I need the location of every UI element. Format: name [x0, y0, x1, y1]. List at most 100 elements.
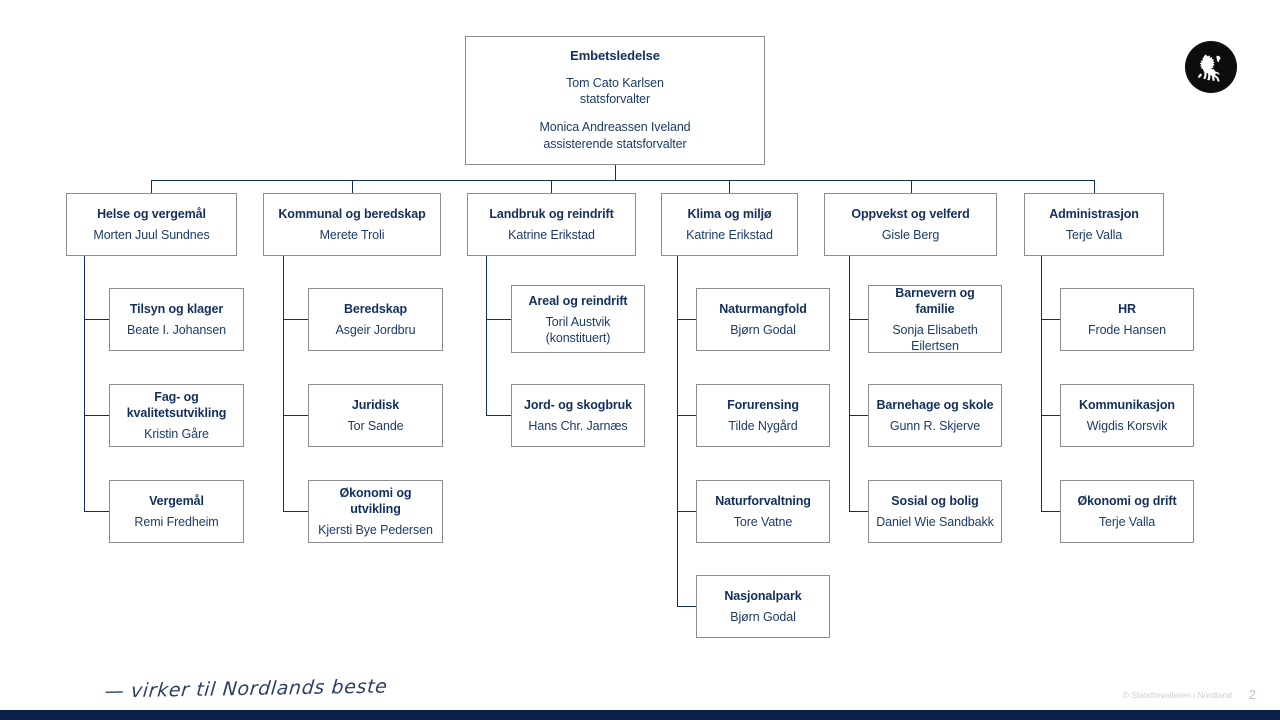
node-title: Barnevern og familie	[895, 285, 975, 316]
connector-stub-4-1	[849, 415, 868, 416]
node-leader: Remi Fredheim	[134, 515, 219, 529]
connector-stub-0-2	[84, 511, 109, 512]
node-leader: Kjersti Bye Pedersen	[318, 523, 433, 537]
node-leader: Terje Valla	[1098, 515, 1156, 529]
connector-dept-drop-2	[551, 180, 552, 193]
connector-dept-drop-5	[1094, 180, 1095, 193]
node-leader: Merete Troli	[319, 228, 385, 242]
root-person-1: Tom Cato Karlsen statsforvalter	[566, 75, 664, 109]
node-embetsledelse[interactable]: Embetsledelse Tom Cato Karlsen statsforv…	[465, 36, 765, 165]
node-dept-administrasjon[interactable]: Administrasjon Terje Valla	[1024, 193, 1164, 256]
node-title: Sosial og bolig	[891, 494, 979, 508]
node-dept-oppvekst-og-velferd[interactable]: Oppvekst og velferd Gisle Berg	[824, 193, 997, 256]
node-title: Økonomi og utvikling	[339, 486, 412, 516]
node-note: (konstituert)	[545, 330, 611, 345]
connector-stub-5-1	[1041, 415, 1060, 416]
node-leader: Frode Hansen	[1087, 323, 1166, 337]
node-unit-forurensing[interactable]: Forurensing Tilde Nygård	[696, 384, 830, 447]
connector-stub-3-2	[677, 511, 696, 512]
node-unit-areal-og-reindrift[interactable]: Areal og reindrift Toril Austvik (konsti…	[511, 285, 645, 353]
node-leader: Wigdis Korsvik	[1086, 419, 1168, 433]
connector-root-stem	[615, 165, 616, 180]
connector-stub-4-2	[849, 511, 868, 512]
node-dept-landbruk-og-reindrift[interactable]: Landbruk og reindrift Katrine Erikstad	[467, 193, 636, 256]
person-role: assisterende statsforvalter	[543, 137, 687, 152]
node-title: Barnehage og skole	[876, 398, 994, 412]
node-title: Administrasjon	[1049, 207, 1139, 221]
connector-stub-5-0	[1041, 319, 1060, 320]
node-title: Juridisk	[351, 398, 400, 412]
node-unit-fag-og-kvalitetsutvikling[interactable]: Fag- og kvalitetsutvikling Kristin Gåre	[109, 384, 244, 447]
connector-stub-1-2	[283, 511, 308, 512]
connector-stub-0-0	[84, 319, 109, 320]
node-title: Naturforvaltning	[715, 494, 811, 508]
node-title: Tilsyn og klager	[129, 302, 224, 316]
node-unit-juridisk[interactable]: Juridisk Tor Sande	[308, 384, 443, 447]
connector-stub-2-0	[486, 319, 511, 320]
node-title: Landbruk og reindrift	[489, 207, 614, 221]
node-title: Økonomi og drift	[1077, 494, 1177, 508]
node-unit-kommunikasjon[interactable]: Kommunikasjon Wigdis Korsvik	[1060, 384, 1194, 447]
node-title: Naturmangfold	[719, 302, 807, 316]
node-unit-jord-og-skogbruk[interactable]: Jord- og skogbruk Hans Chr. Jarnæs	[511, 384, 645, 447]
node-leader: Daniel Wie Sandbakk	[876, 515, 994, 529]
connector-stub-3-0	[677, 319, 696, 320]
node-leader: Gunn R. Skjerve	[889, 419, 981, 433]
handwritten-tagline: — virker til Nordlands beste	[103, 675, 389, 703]
connector-stub-4-0	[849, 319, 868, 320]
node-title: Oppvekst og velferd	[851, 207, 970, 221]
connector-dept-drop-3	[729, 180, 730, 193]
node-leader: Bjørn Godal	[730, 323, 796, 337]
connector-spine-1	[283, 256, 284, 511]
root-person-2: Monica Andreassen Iveland assisterende s…	[539, 119, 690, 153]
node-leader: Bjørn Godal	[730, 610, 796, 624]
connector-spine-5	[1041, 256, 1042, 511]
node-leader: Hans Chr. Jarnæs	[528, 419, 628, 433]
node-dept-kommunal-og-beredskap[interactable]: Kommunal og beredskap Merete Troli	[263, 193, 441, 256]
connector-stub-2-1	[486, 415, 511, 416]
node-title: Embetsledelse	[570, 47, 660, 63]
node-title: Fag- og kvalitetsutvikling	[126, 390, 227, 420]
person-name: Monica Andreassen Iveland	[539, 120, 691, 135]
node-unit-hr[interactable]: HR Frode Hansen	[1060, 288, 1194, 351]
node-leader: Kristin Gåre	[144, 427, 209, 441]
node-leader: Gisle Berg	[881, 228, 940, 242]
page-number: 2	[1248, 687, 1256, 702]
connector-spine-4	[849, 256, 850, 511]
node-leader: Morten Juul Sundnes	[93, 228, 210, 242]
node-leader: Sonja Elisabeth Eilertsen	[892, 322, 978, 353]
person-name: Tom Cato Karlsen	[566, 75, 664, 90]
node-unit-barnevern-og-familie[interactable]: Barnevern og familie Sonja Elisabeth Eil…	[868, 285, 1002, 353]
node-title: HR	[1118, 302, 1136, 316]
connector-dept-drop-4	[911, 180, 912, 193]
node-unit-vergemal[interactable]: Vergemål Remi Fredheim	[109, 480, 244, 543]
node-unit-barnehage-og-skole[interactable]: Barnehage og skole Gunn R. Skjerve	[868, 384, 1002, 447]
person-role: statsforvalter	[579, 92, 651, 107]
node-unit-okonomi-og-drift[interactable]: Økonomi og drift Terje Valla	[1060, 480, 1194, 543]
node-title: Kommunal og beredskap	[278, 207, 426, 221]
node-leader: Tor Sande	[347, 419, 404, 433]
connector-bus	[151, 180, 1094, 181]
connector-stub-0-1	[84, 415, 109, 416]
node-unit-okonomi-og-utvikling[interactable]: Økonomi og utvikling Kjersti Bye Pederse…	[308, 480, 443, 543]
node-unit-beredskap[interactable]: Beredskap Asgeir Jordbru	[308, 288, 443, 351]
node-unit-sosial-og-bolig[interactable]: Sosial og bolig Daniel Wie Sandbakk	[868, 480, 1002, 543]
connector-spine-0	[84, 256, 85, 511]
connector-stub-3-3	[677, 606, 696, 607]
node-dept-klima-og-miljo[interactable]: Klima og miljø Katrine Erikstad	[661, 193, 798, 256]
node-unit-naturforvaltning[interactable]: Naturforvaltning Tore Vatne	[696, 480, 830, 543]
node-title: Forurensing	[727, 398, 799, 412]
node-title: Kommunikasjon	[1079, 398, 1175, 412]
node-leader: Katrine Erikstad	[508, 228, 595, 242]
connector-dept-drop-1	[352, 180, 353, 193]
node-unit-nasjonalpark[interactable]: Nasjonalpark Bjørn Godal	[696, 575, 830, 638]
node-unit-tilsyn-og-klager[interactable]: Tilsyn og klager Beate I. Johansen	[109, 288, 244, 351]
node-leader: Terje Valla	[1065, 228, 1123, 242]
copyright-text: © Statsforvalteren i Nordland	[1122, 690, 1232, 700]
node-leader: Katrine Erikstad	[686, 228, 773, 242]
node-unit-naturmangfold[interactable]: Naturmangfold Bjørn Godal	[696, 288, 830, 351]
node-dept-helse-og-vergemal[interactable]: Helse og vergemål Morten Juul Sundnes	[66, 193, 237, 256]
node-leader: Toril Austvik	[545, 314, 611, 329]
node-title: Beredskap	[343, 302, 408, 316]
